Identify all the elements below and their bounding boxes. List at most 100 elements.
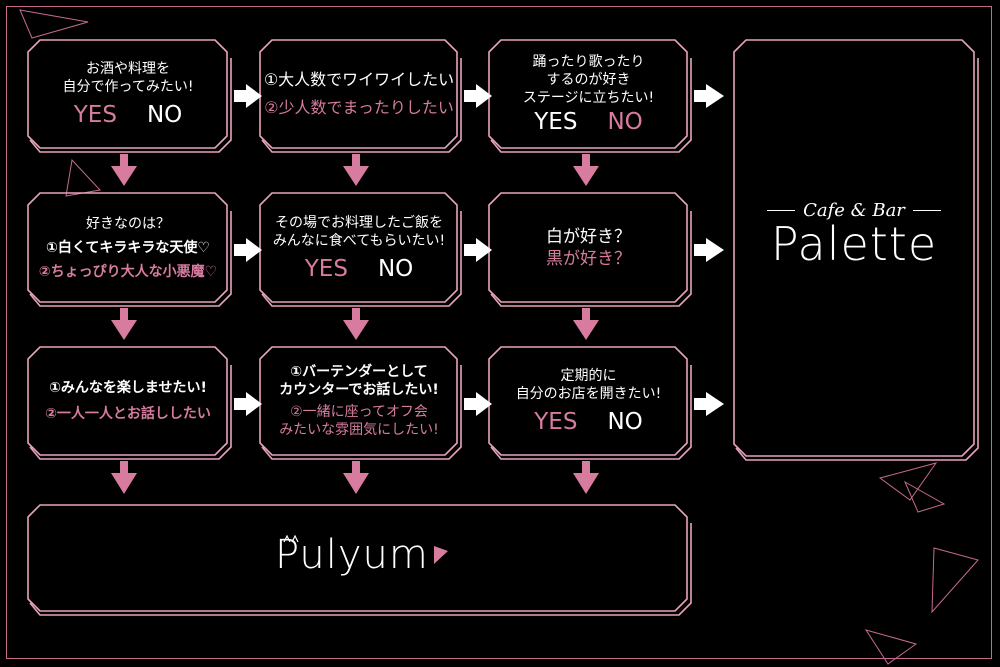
deco-triangle xyxy=(864,629,918,665)
pulyum-ears-icon xyxy=(283,534,299,543)
box6-line1: 白が好き？ xyxy=(546,226,631,247)
palette-logo-text: Palette xyxy=(770,217,938,271)
deco-triangle xyxy=(65,158,101,197)
box2-option2: ②少人数でまったりしたい xyxy=(264,98,454,117)
box-1-shadow xyxy=(29,58,232,153)
pulyum-flag-icon xyxy=(434,546,448,564)
box-5-outline xyxy=(259,192,458,303)
arrow-right xyxy=(234,392,262,416)
palette-result: Cafe & Bar Palette xyxy=(736,200,972,271)
box7-option2: ②一人一人とお話ししたい xyxy=(45,406,211,422)
yes-no-row: YES NO xyxy=(534,409,643,435)
yes-label: YES xyxy=(73,102,117,128)
no-label: NO xyxy=(377,255,414,282)
box-4-outline xyxy=(27,192,228,303)
yes-label: YES xyxy=(534,409,578,435)
box-3-outline xyxy=(488,39,688,149)
box-2-outline xyxy=(259,39,458,149)
arrow-down xyxy=(111,308,137,340)
palette-subtitle-row: Cafe & Bar xyxy=(736,200,972,221)
arrow-down xyxy=(573,154,599,186)
question-box-9: 定期的に 自分のお店を開きたい! YES NO xyxy=(491,349,686,453)
question-box-8: ①バーテンダーとして カウンターでお話したい! ②一緒に座ってオフ会 みたいな雰… xyxy=(262,349,456,453)
arrows-right xyxy=(234,84,724,416)
no-label: NO xyxy=(607,409,643,435)
box-3-shadow xyxy=(490,58,692,153)
question-box-7: ①みんなを楽しませたい! ②一人一人とお話ししたい xyxy=(30,349,226,453)
palette-shadow xyxy=(735,58,979,461)
box-6-shadow xyxy=(490,211,692,307)
box-9-shadow xyxy=(490,365,692,460)
arrow-down xyxy=(343,461,369,494)
box4-option2: ②ちょっぴり大人な小悪魔♡ xyxy=(38,263,218,280)
box6-line2: 黒が好き？ xyxy=(546,248,631,269)
box8-option2b: みたいな雰囲気にしたい! xyxy=(279,422,439,438)
box-7-outline xyxy=(27,346,228,456)
box-2-shadow xyxy=(261,58,462,153)
deco-triangle xyxy=(931,547,979,614)
palette-subtitle: Cafe & Bar xyxy=(803,200,905,221)
box8-option1a: ①バーテンダーとして xyxy=(290,364,428,380)
box-1-outline xyxy=(27,39,228,149)
arrow-down xyxy=(343,154,369,186)
box8-option1b: カウンターでお話したい! xyxy=(279,382,439,398)
box2-option1: ①大人数でワイワイしたい xyxy=(263,70,455,89)
box5-line1: その場でお料理したご飯を xyxy=(275,214,443,231)
arrow-right xyxy=(694,84,724,108)
box3-line1: 踊ったり歌ったり xyxy=(532,54,645,70)
arrow-right xyxy=(464,238,492,262)
outer-frame xyxy=(6,6,992,659)
box1-line1: お酒や料理を xyxy=(86,61,170,77)
arrow-right xyxy=(694,238,724,262)
question-box-3: 踊ったり歌ったり するのが好き ステージに立ちたい! YES NO xyxy=(491,42,686,146)
deco-triangle xyxy=(878,462,938,501)
box3-line3: ステージに立ちたい! xyxy=(522,90,655,106)
pulyum-shadow xyxy=(29,523,692,616)
no-label: NO xyxy=(146,102,183,128)
box-4-shadow xyxy=(29,211,232,307)
question-box-6: 白が好き？ 黒が好き？ xyxy=(491,195,686,300)
divider xyxy=(767,210,796,211)
arrow-right xyxy=(694,392,724,416)
yes-no-row: YES NO xyxy=(534,109,643,135)
box-8-outline xyxy=(259,346,458,456)
arrow-down xyxy=(343,308,369,340)
box-7-shadow xyxy=(29,365,232,460)
arrow-down xyxy=(573,461,599,494)
question-box-4: 好きなのは？ ①白くてキラキラな天使♡ ②ちょっぴり大人な小悪魔♡ xyxy=(30,195,226,300)
arrow-right xyxy=(464,84,492,108)
deco-triangle xyxy=(19,9,89,39)
box-outlines xyxy=(27,39,979,616)
arrows-down xyxy=(111,154,599,494)
palette-outline xyxy=(733,39,975,457)
box4-line1: 好きなのは？ xyxy=(86,215,170,232)
arrow-down xyxy=(573,308,599,340)
box1-line2: 自分で作ってみたい! xyxy=(62,79,194,95)
box4-option1: ①白くてキラキラな天使♡ xyxy=(46,239,210,256)
yes-no-row: YES NO xyxy=(74,102,183,128)
box-5-shadow xyxy=(261,211,462,307)
box3-line2: するのが好き xyxy=(546,72,631,88)
arrow-down xyxy=(111,461,137,494)
divider xyxy=(912,210,941,211)
box5-line2: みんなに食べてもらいたい! xyxy=(272,232,446,249)
yes-label: YES xyxy=(534,109,578,135)
box-9-outline xyxy=(488,346,688,456)
arrow-right xyxy=(464,392,492,416)
no-label: NO xyxy=(607,109,643,135)
box9-line1: 定期的に xyxy=(560,368,617,384)
arrow-down xyxy=(111,154,137,186)
arrow-right xyxy=(234,238,262,262)
box9-line2: 自分のお店を開きたい! xyxy=(515,386,662,402)
box-8-shadow xyxy=(261,365,462,460)
yes-no-row: YES NO xyxy=(305,256,414,282)
box8-option2a: ②一緒に座ってオフ会 xyxy=(290,404,428,420)
question-box-1: お酒や料理を 自分で作ってみたい! YES NO xyxy=(30,42,226,146)
deco-triangle xyxy=(903,480,946,513)
pulyum-outline xyxy=(27,504,688,612)
yes-label: YES xyxy=(304,255,348,282)
box7-option1: ①みんなを楽しませたい! xyxy=(49,380,207,396)
question-box-2: ①大人数でワイワイしたい ②少人数でまったりしたい xyxy=(262,42,456,146)
box-6-outline xyxy=(488,192,688,303)
